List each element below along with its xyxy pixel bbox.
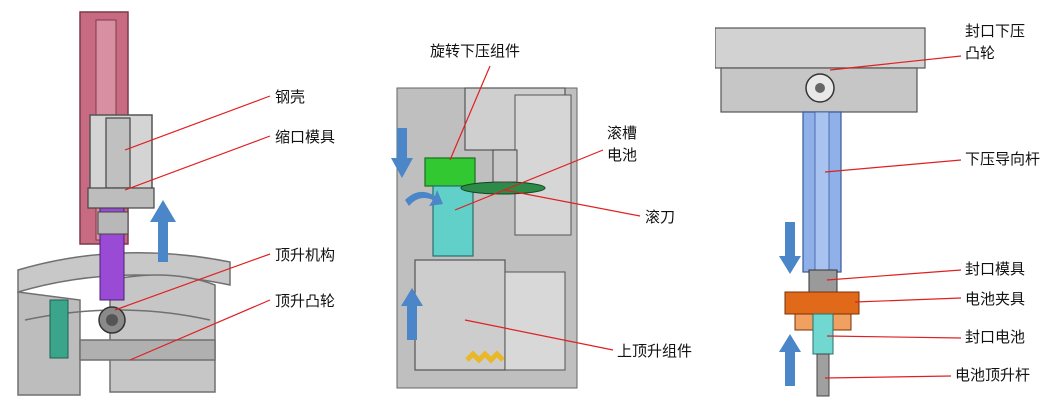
- label-lift-cam: 顶升凸轮: [275, 292, 336, 310]
- label-groove: 滚槽: [607, 124, 638, 142]
- sealed-battery: [812, 313, 834, 355]
- lift-up-arrow-icon: [779, 334, 801, 386]
- leader-line: [826, 335, 962, 339]
- leader-line: [824, 375, 952, 379]
- label-steel-shell: 钢壳: [275, 88, 306, 106]
- battery-lift-rod: [816, 353, 830, 397]
- leader-line: [826, 269, 962, 281]
- label-sealing-press: 封口下压: [965, 22, 1026, 40]
- leader-line: [129, 299, 271, 361]
- down-arrow-icon: [391, 128, 413, 178]
- green-press-head: [424, 157, 476, 187]
- yellow-spring: [465, 350, 505, 364]
- rolling-groove-drawing: [391, 65, 641, 389]
- label-cam: 凸轮: [965, 44, 996, 62]
- label-battery-lift-rod: 电池顶升杆: [955, 366, 1031, 384]
- lift-mechanism-drawing: [17, 11, 271, 396]
- battery-fixture: [784, 291, 860, 315]
- cam-ring: [17, 251, 231, 396]
- lift-arrow-icon: [150, 200, 176, 262]
- leader-line: [449, 65, 491, 161]
- steel-shell: [105, 117, 131, 189]
- sealing-drawing: [715, 27, 962, 397]
- leader-line: [114, 253, 271, 311]
- label-sealing-die: 封口模具: [965, 260, 1026, 278]
- label-necking-die: 缩口模具: [275, 128, 336, 146]
- leader-line: [454, 149, 604, 211]
- label-roller-knife: 滚刀: [645, 208, 676, 226]
- label-battery: 电池: [607, 146, 638, 164]
- panel-sealing: 封口下压 凸轮 下压导向杆 封口模具 电池夹具 封口电池 电池顶升杆: [715, 0, 1062, 400]
- leader-line: [824, 159, 962, 173]
- label-battery-fixture: 电池夹具: [965, 290, 1026, 308]
- label-sealed-battery: 封口电池: [965, 328, 1026, 346]
- leader-line: [464, 319, 614, 351]
- leader-line: [504, 189, 641, 217]
- label-press-guide-rod: 下压导向杆: [965, 150, 1041, 168]
- leader-line: [124, 95, 271, 151]
- label-lift-mechanism: 顶升机构: [275, 246, 336, 264]
- label-rotary-press-assembly: 旋转下压组件: [430, 42, 521, 60]
- panel-rolling-groove: 旋转下压组件 滚槽 电池 滚刀 上顶升组件: [385, 0, 715, 400]
- leader-line: [124, 135, 271, 191]
- up-arrow-icon: [401, 288, 423, 340]
- roller-knife: [460, 181, 546, 195]
- press-down-arrow-icon: [779, 222, 801, 274]
- panel-lift-mechanism: 钢壳 缩口模具 顶升机构 顶升凸轮: [0, 0, 380, 400]
- leader-line: [829, 55, 962, 71]
- sealing-die: [808, 269, 838, 293]
- label-upper-lift-assembly: 上顶升组件: [617, 342, 693, 360]
- teal-plate: [49, 299, 69, 359]
- rotate-arrow-icon: [405, 190, 443, 206]
- leader-line: [854, 297, 962, 303]
